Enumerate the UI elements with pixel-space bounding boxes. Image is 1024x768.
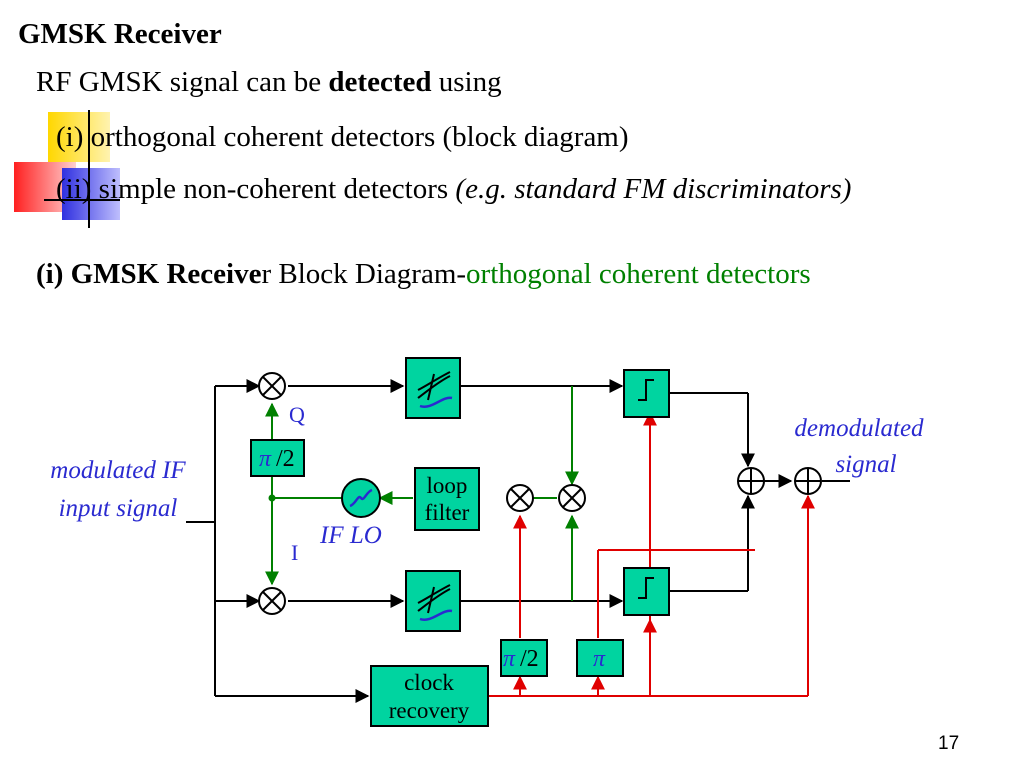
clock-lines	[488, 411, 815, 697]
output-label-2: signal	[835, 451, 896, 478]
output-label-1: demodulated	[794, 415, 924, 442]
heading-green: orthogonal coherent detectors	[466, 258, 811, 290]
option-noncoherent-text: (ii) simple non-coherent detectors	[56, 173, 456, 205]
mixer-loop-right	[558, 484, 586, 512]
option-coherent: (i) orthogonal coherent detectors (block…	[56, 121, 629, 153]
if-lo-oscillator	[341, 478, 381, 518]
lowpass-filter-q	[405, 357, 461, 419]
option-noncoherent-italic: (e.g. standard FM discriminators)	[455, 173, 852, 205]
intro-text: RF GMSK signal can be	[36, 66, 329, 98]
input-label-2: input signal	[59, 495, 178, 522]
slide-title: GMSK Receiver	[18, 18, 222, 50]
yellow-square	[48, 112, 110, 162]
summer-2	[794, 467, 822, 495]
summer-1	[737, 467, 765, 495]
clock-recovery-block: clock recovery	[370, 665, 489, 727]
loop-filter-label-2: filter	[425, 500, 470, 525]
decision-block-q	[623, 369, 670, 418]
clock-recovery-label-1: clock	[404, 670, 454, 695]
i-label: I	[291, 540, 298, 565]
carrier-loop-lines	[265, 386, 579, 601]
section-heading: (i) GMSK Receiver Block Diagram-orthogon…	[36, 258, 811, 291]
decorative-squares	[14, 110, 120, 228]
mixer-i	[258, 587, 286, 615]
intro-bold: detected	[328, 66, 432, 98]
intro-line: RF GMSK signal can be detected using	[36, 66, 502, 99]
phase-shifter-clock-half: π /2	[500, 639, 548, 677]
if-lo-label: IF LO	[319, 522, 382, 549]
phase-label-carrier: /2	[276, 446, 295, 472]
loop-filter-block: loop filter	[414, 467, 480, 531]
lowpass-filter-i	[405, 570, 461, 632]
page-number: 17	[938, 733, 960, 754]
clock-recovery-label-2: recovery	[389, 698, 470, 723]
option-noncoherent: (ii) simple non-coherent detectors (e.g.…	[56, 173, 851, 206]
phase-shifter-clock-pi: π	[576, 639, 624, 677]
mixer-loop-left	[506, 484, 534, 512]
signal-lines	[186, 379, 850, 703]
phase-shifter-carrier: π /2	[250, 439, 305, 477]
heading-plain: r Block Diagram-	[261, 258, 467, 290]
loop-filter-label-1: loop	[427, 473, 468, 498]
q-label: Q	[289, 402, 305, 427]
pi-symbol-clock-half: π	[503, 646, 516, 672]
heading-bold: (i) GMSK Receive	[36, 258, 262, 290]
blue-square	[62, 168, 120, 220]
junction-dot	[268, 494, 276, 502]
decision-block-i	[623, 567, 670, 616]
mixer-q	[258, 372, 286, 400]
phase-label-clock-half: /2	[520, 646, 539, 672]
pi-symbol-clock-full: π	[593, 646, 606, 672]
pi-symbol-carrier: π	[259, 446, 272, 472]
intro-end: using	[431, 66, 502, 98]
input-label-1: modulated IF	[50, 457, 186, 484]
